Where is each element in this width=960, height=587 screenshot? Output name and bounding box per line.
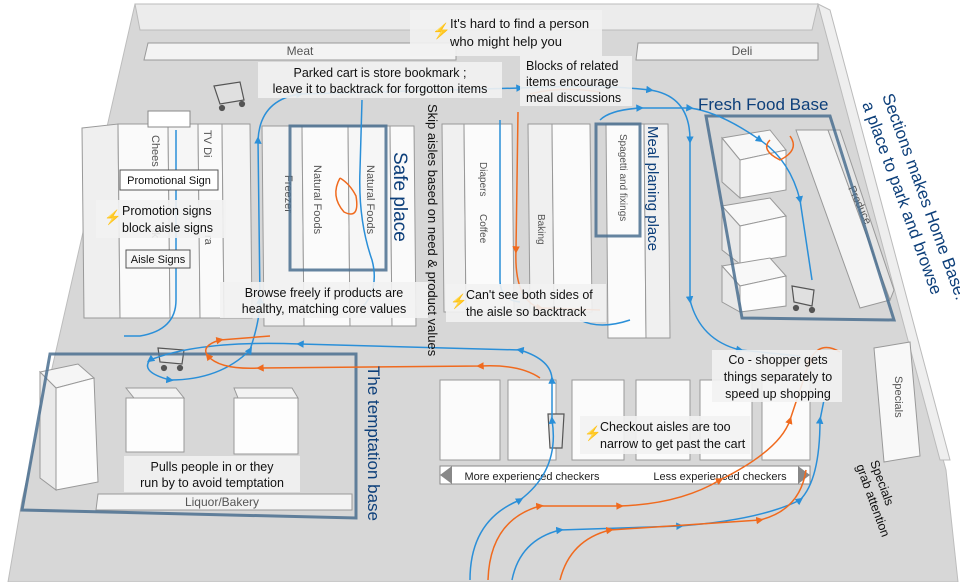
aisle-baking: Baking xyxy=(535,214,546,245)
aisle-signs: Aisle Signs xyxy=(125,249,191,269)
aisle-cheese: Chees xyxy=(149,135,161,167)
cant-see-line1: Can't see both sides of xyxy=(466,288,593,302)
annotation-pulls-people: Pulls people in or they run by to avoid … xyxy=(124,456,300,492)
liquor-bakery-counter: Liquor/Bakery xyxy=(95,493,353,511)
meat-counter: Meat xyxy=(143,42,457,61)
annotation-checkout: ⚡ Checkout aisles are too narrow to get … xyxy=(580,416,750,454)
aisle-freezer: Freezer xyxy=(282,175,294,213)
checkout-cart-icon xyxy=(547,413,565,449)
less-experienced-checkers: Less experienced checkers xyxy=(653,471,787,483)
warning-icon: ⚡ xyxy=(104,209,121,226)
aisle-diapers: Diapers xyxy=(477,162,488,196)
baking-block: Baking xyxy=(527,123,593,313)
pulls-line2: run by to avoid temptation xyxy=(140,476,284,490)
aisle-top-sign xyxy=(147,110,191,128)
blocks-line3: meal discussions xyxy=(526,91,621,105)
promotional-sign-label: Promotional Sign xyxy=(127,175,211,187)
temptation-base-label: The temptation base xyxy=(364,366,383,521)
aisle-coffee: Coffee xyxy=(477,214,488,244)
checkout-line2: narrow to get past the cart xyxy=(600,437,746,451)
promotion-signs-line2: block aisle signs xyxy=(122,221,213,235)
coshopper-line2: things separately to xyxy=(724,370,832,384)
cant-see-line2: the aisle so backtrack xyxy=(466,305,587,319)
deli-counter: Deli xyxy=(635,42,819,61)
promotion-signs-line1: Promotion signs xyxy=(122,204,212,218)
coshopper-line3: speed up shopping xyxy=(725,387,831,401)
specials-label: Specials xyxy=(892,376,904,418)
fresh-food-base-label: Fresh Food Base xyxy=(698,95,828,114)
annotation-coshopper: Co - shopper gets things separately to s… xyxy=(712,350,842,402)
promotional-sign: Promotional Sign xyxy=(119,169,219,191)
aisle-tv-dinners: TV Di xyxy=(201,130,213,158)
deli-label: Deli xyxy=(732,44,753,58)
parked-cart-line1: Parked cart is store bookmark ; xyxy=(294,66,467,80)
parked-cart-icon-produce xyxy=(791,285,816,314)
blocks-line1: Blocks of related xyxy=(526,59,618,73)
browse-freely-line1: Browse freely if products are xyxy=(245,286,403,300)
skip-aisles-text: Skip aisles based on need & product valu… xyxy=(425,104,440,357)
warning-icon: ⚡ xyxy=(584,425,601,442)
hard-to-find-line2: who might help you xyxy=(449,34,562,49)
annotation-cant-see: ⚡ Can't see both sides of the aisle so b… xyxy=(446,284,606,322)
browse-freely-line2: healthy, matching core values xyxy=(242,302,406,316)
blocks-line2: items encourage xyxy=(526,75,618,89)
diapers-coffee-block: Diapers Coffee xyxy=(441,123,515,313)
warning-icon: ⚡ xyxy=(432,22,451,40)
hard-to-find-line1: It's hard to find a person xyxy=(450,16,589,31)
annotation-browse-freely: Browse freely if products are healthy, m… xyxy=(220,282,428,318)
aisle-signs-label: Aisle Signs xyxy=(131,254,186,266)
specials-counter: Specials xyxy=(873,341,921,463)
annotation-hard-to-find: ⚡ It's hard to find a person who might h… xyxy=(410,10,602,56)
aisle-natural-foods-2: Natural Foods xyxy=(364,165,376,235)
parked-cart-line2: leave it to backtrack for forgotton item… xyxy=(273,82,488,96)
liquor-bakery-label: Liquor/Bakery xyxy=(185,495,259,509)
annotation-parked-cart: Parked cart is store bookmark ; leave it… xyxy=(258,62,502,98)
checkout-line1: Checkout aisles are too xyxy=(600,420,731,434)
aisle-natural-foods-1: Natural Foods xyxy=(311,165,323,235)
more-experienced-checkers: More experienced checkers xyxy=(464,471,600,483)
safe-place-label: Safe place xyxy=(389,152,410,242)
annotation-promotion-signs: ⚡ Promotion signs block aisle signs xyxy=(96,200,226,238)
meal-planning-label: Meal planing place xyxy=(644,126,661,251)
annotation-blocks: Blocks of related items encourage meal d… xyxy=(520,56,632,106)
pulls-line1: Pulls people in or they xyxy=(151,460,275,474)
right-wall xyxy=(817,3,951,461)
warning-icon: ⚡ xyxy=(450,293,467,310)
coshopper-line1: Co - shopper gets xyxy=(728,353,827,367)
meat-label: Meat xyxy=(287,44,314,58)
aisle-spaghetti: Spagetti and fixings xyxy=(617,134,628,221)
